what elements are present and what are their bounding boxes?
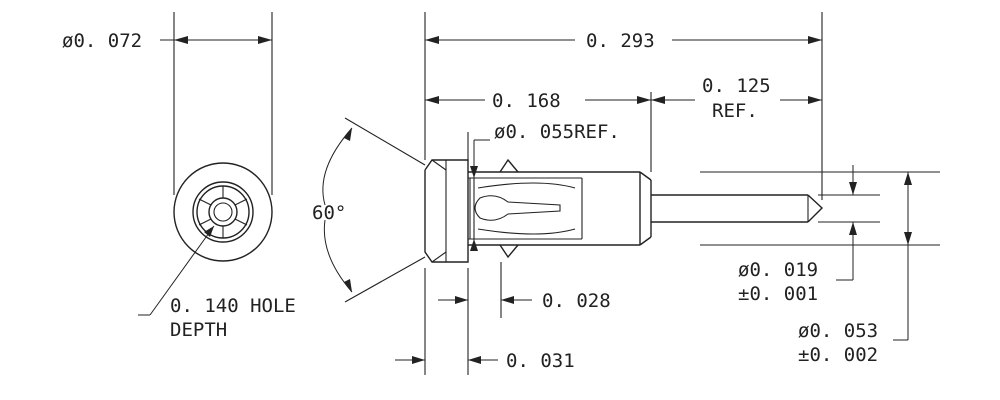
body-length-dimension: 0. 168: [425, 90, 651, 112]
body-diameter-label-line2: ±0. 002: [798, 344, 878, 366]
body-length-label: 0. 168: [492, 90, 561, 112]
tail-diameter-dimension: ø0. 019 ±0. 001: [738, 165, 857, 305]
side-view: [424, 158, 824, 263]
tail-diameter-label-line2: ±0. 001: [738, 283, 818, 305]
shoulder-width-dimension: 0. 028: [438, 290, 611, 312]
shoulder-width-label: 0. 028: [542, 290, 611, 312]
bore-diameter-dimension: ø0. 055REF.: [470, 121, 620, 251]
overall-length-label: 0. 293: [586, 30, 655, 52]
chamfer-angle-dimension: 60°: [312, 117, 426, 303]
tail-length-note: REF.: [712, 100, 758, 122]
flange-width-label: 0. 031: [506, 350, 575, 372]
overall-length-dimension: 0. 293: [425, 30, 822, 52]
tail-length-label: 0. 125: [702, 75, 771, 97]
hole-depth-label-line2: DEPTH: [170, 319, 227, 341]
body-diameter-label-line1: ø0. 053: [798, 320, 878, 342]
extension-lines: [424, 12, 940, 375]
bore-diameter-label: ø0. 055REF.: [494, 121, 620, 143]
pin-diameter-label: ø0. 072: [62, 30, 142, 52]
hole-depth-label-line1: 0. 140 HOLE: [170, 295, 296, 317]
tail-length-dimension: 0. 125 REF.: [651, 75, 822, 122]
flange-width-dimension: 0. 031: [395, 350, 575, 372]
pin-diameter-dimension: ø0. 072: [62, 30, 272, 52]
body-diameter-dimension: ø0. 053 ±0. 002: [798, 172, 912, 366]
tail-diameter-label-line1: ø0. 019: [738, 259, 818, 281]
hole-depth-leader: 0. 140 HOLE DEPTH: [138, 225, 296, 341]
chamfer-angle-label: 60°: [312, 202, 346, 224]
end-view: [173, 12, 273, 262]
